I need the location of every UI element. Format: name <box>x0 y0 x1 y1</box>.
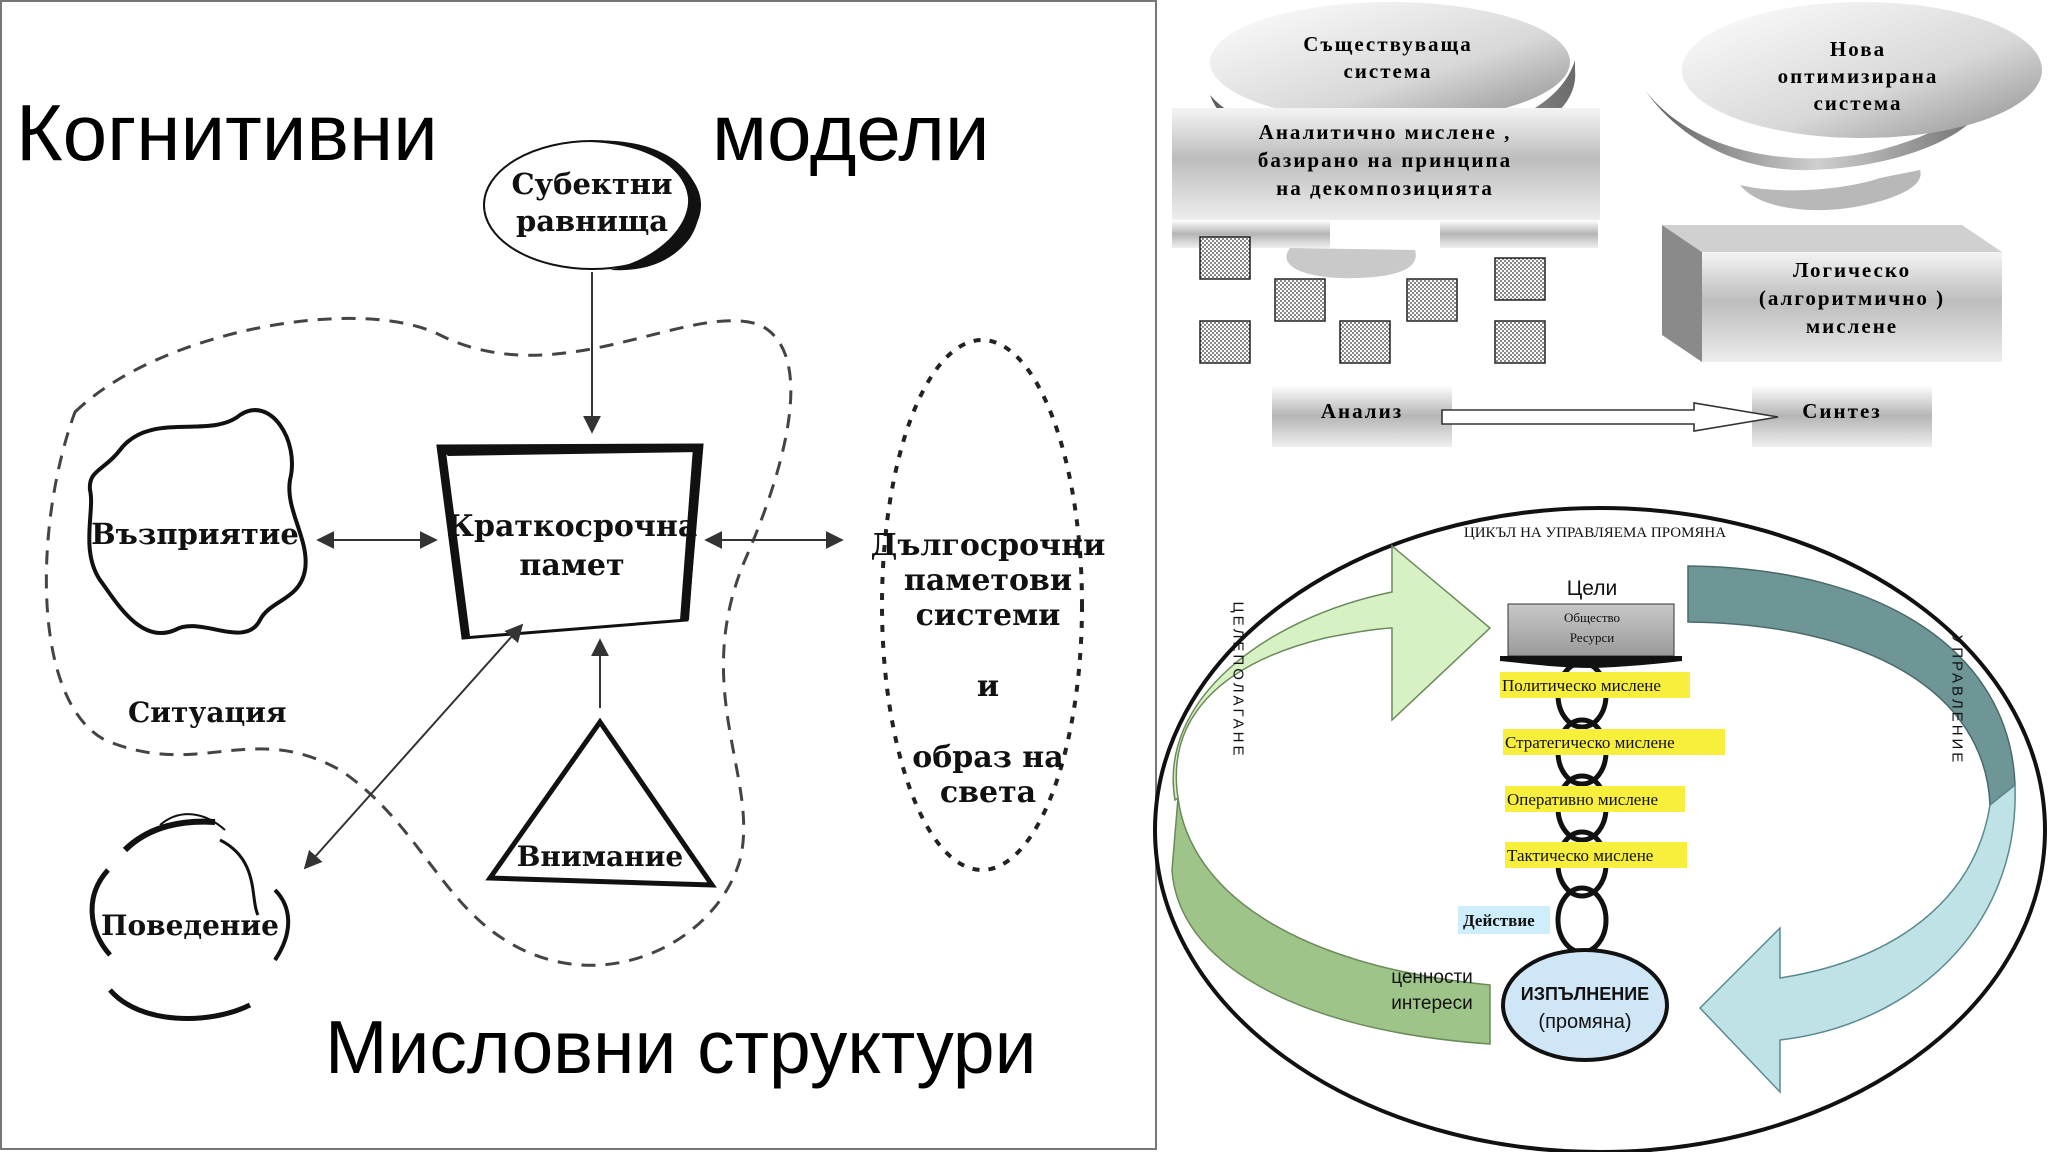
level-operative: Оперативно мислене <box>1507 790 1658 809</box>
long-term-memory-boundary <box>880 338 1084 872</box>
goal-setting-lower-band <box>1171 797 1491 1045</box>
level-highlight-strategic <box>1503 729 1725 755</box>
long-term-memory-label-5: образ на <box>912 740 1063 775</box>
decomposition-block <box>1199 236 1251 280</box>
level-tactical: Тактическо мислене <box>1507 846 1653 865</box>
long-term-memory-node: Дългосрочни паметови системи и образ на … <box>871 528 1106 810</box>
analytic-thinking-label-1: Аналитично мислене , <box>1259 120 1512 144</box>
behavior-label: Поведение <box>101 909 279 942</box>
level-highlight-political <box>1500 672 1690 698</box>
level-highlight-tactical <box>1505 842 1687 868</box>
goals-box <box>1507 603 1675 657</box>
values-label: ценности <box>1391 967 1473 988</box>
perception-label: Възприятие <box>91 517 299 551</box>
short-term-memory-node: Краткосрочна памет <box>436 443 704 640</box>
decomposition-block <box>1494 320 1546 364</box>
attention-node: Внимание <box>485 717 717 888</box>
analytic-thinking-label-2: базирано на принципа <box>1258 148 1512 172</box>
new-system-node: Нова оптимизирана система <box>1645 2 2042 211</box>
execution-label: ИЗПЪЛНЕНИЕ <box>1521 984 1649 1004</box>
analytic-thinking-label-3: на декомпозицията <box>1276 176 1494 200</box>
long-term-memory-label-1: Дългосрочни <box>871 528 1106 563</box>
behavior-node: Поведение <box>89 813 291 1021</box>
logical-thinking-label-2: (алгоритмично ) <box>1759 286 1945 310</box>
logical-thinking-label-3: мислене <box>1806 314 1898 338</box>
situation-label: Ситуация <box>128 696 287 729</box>
short-term-memory-label-2: памет <box>519 548 624 583</box>
thinking-levels: Политическо мислене Стратегическо мислен… <box>1500 672 1725 868</box>
slide-subtitle: Мисловни структури <box>325 1005 1037 1089</box>
subject-levels-node: Субектни равнища <box>483 140 701 271</box>
arrow-behavior-stm <box>303 623 524 870</box>
analysis-synthesis-panel: Съществуваща система Аналитично мислене … <box>1172 2 2042 447</box>
analysis-label: Анализ <box>1321 399 1403 423</box>
management-vertical-label: УПРАВЛЕНИЕ <box>1949 635 1966 766</box>
execution-node: ИЗПЪЛНЕНИЕ (промяна) <box>1501 948 1669 1062</box>
level-political: Политическо мислене <box>1502 676 1661 695</box>
synthesis-label: Синтез <box>1802 399 1881 423</box>
slide-title-left: Когнитивни <box>16 88 438 177</box>
goal-setting-vertical-label: ЦЕЛЕПОЛАГАНЕ <box>1230 601 1247 758</box>
level-highlight-operative <box>1505 786 1685 812</box>
long-term-memory-label-4: и <box>977 669 999 704</box>
goals-base <box>1500 656 1682 668</box>
long-term-memory-label-6: света <box>940 775 1036 810</box>
synthesis-node: Синтез <box>1752 385 1932 447</box>
new-system-label-1: Нова <box>1830 37 1886 61</box>
logical-thinking-label-1: Логическо <box>1793 258 1911 282</box>
goals-label: Цели <box>1567 577 1618 600</box>
management-arrow-lower <box>1698 783 2016 1094</box>
level-strategic: Стратегическо мислене <box>1505 733 1675 752</box>
analysis-node: Анализ <box>1272 385 1452 447</box>
attention-label: Внимание <box>517 840 683 873</box>
decomposition-block <box>1274 278 1326 322</box>
analysis-to-synthesis-arrow <box>1441 402 1779 432</box>
slide-title-right: модели <box>712 88 990 177</box>
new-system-label-3: система <box>1813 91 1902 115</box>
decomposition-block <box>1494 257 1546 301</box>
logical-thinking-node: Логическо (алгоритмично ) мислене <box>1662 225 2002 362</box>
subject-levels-label-2: равнища <box>516 204 668 238</box>
long-term-memory-label-2: паметови <box>904 563 1072 598</box>
goal-setting-arrow <box>1172 544 1492 802</box>
resources-label: Ресурси <box>1570 630 1615 645</box>
cognitive-models-panel: Когнитивни модели Субектни равнища Възпр… <box>0 0 1157 1150</box>
new-system-label-2: оптимизирана <box>1778 64 1939 88</box>
interests-label: интереси <box>1391 993 1472 1014</box>
cycle-title: ЦИКЪЛ НА УПРАВЛЯЕМА ПРОМЯНА <box>1464 525 1726 541</box>
society-label: Общество <box>1564 610 1620 625</box>
decomposition-block <box>1406 278 1458 322</box>
long-term-memory-label-3: системи <box>916 598 1061 633</box>
action-highlight <box>1458 906 1550 934</box>
existing-system-label-1: Съществуваща <box>1303 32 1473 56</box>
situation-boundary <box>44 316 793 967</box>
action-label: Действие <box>1463 911 1535 930</box>
change-label: (промяна) <box>1538 1011 1631 1033</box>
decomposition-block <box>1199 320 1251 364</box>
existing-system-label-2: система <box>1343 59 1432 83</box>
decomposition-blocks <box>1199 236 1546 364</box>
managed-change-cycle: ЦИКЪЛ НА УПРАВЛЯЕМА ПРОМЯНА ЦЕЛЕПОЛАГАНЕ… <box>1153 506 2047 1152</box>
decomposition-block <box>1339 320 1391 364</box>
analytic-thinking-node: Аналитично мислене , базирано на принцип… <box>1172 108 1600 279</box>
subject-levels-label-1: Субектни <box>511 167 672 201</box>
short-term-memory-label-1: Краткосрочна <box>447 509 698 544</box>
perception-node: Възприятие <box>87 408 308 635</box>
